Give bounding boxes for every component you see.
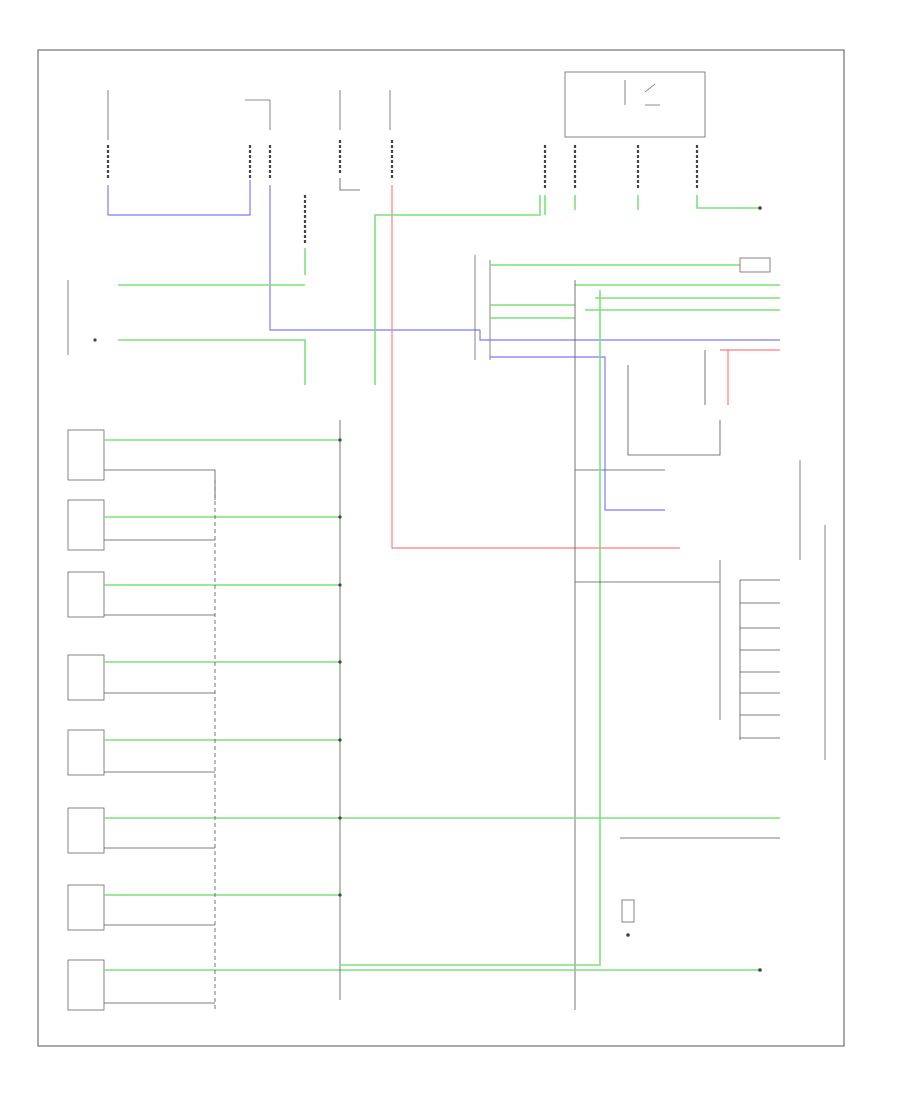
ground-switch-2 bbox=[67, 499, 340, 551]
ground-switch-3 bbox=[67, 571, 340, 618]
door-switch bbox=[620, 837, 780, 937]
ground-switch-4 bbox=[67, 654, 340, 701]
fuse-block-left bbox=[106, 90, 252, 216]
fuse-block-power bbox=[389, 90, 680, 549]
fuse-block-relay-mid bbox=[245, 99, 480, 331]
relay-top-right bbox=[374, 71, 760, 385]
ground-switch-1 bbox=[67, 429, 340, 500]
bus-lines bbox=[214, 290, 601, 1010]
ground-switch-8 bbox=[67, 959, 760, 1011]
ground-switch-5 bbox=[67, 729, 340, 776]
combination-switch-left bbox=[67, 280, 306, 385]
ground-point bbox=[338, 206, 762, 972]
ground-switch-6 bbox=[67, 807, 780, 854]
diagram-frame bbox=[37, 49, 845, 1047]
ground-switch-7 bbox=[67, 884, 340, 931]
fuse-block-center bbox=[303, 90, 360, 275]
combination-meter bbox=[575, 460, 826, 760]
combination-switch bbox=[474, 255, 780, 1010]
